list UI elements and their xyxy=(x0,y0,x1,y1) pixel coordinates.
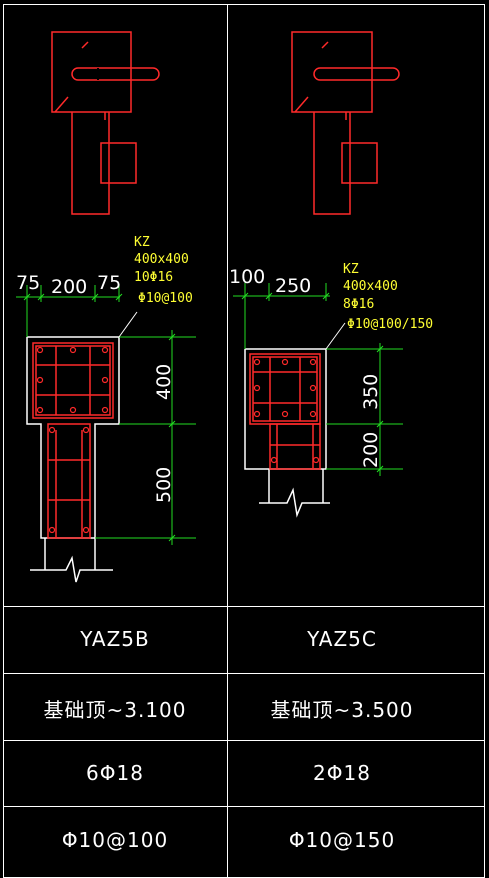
annotation-size: 400x400 xyxy=(343,279,398,294)
column-id-left: YAZ5B xyxy=(80,627,150,651)
elevation-right: 基础顶~3.500 xyxy=(270,698,414,722)
section-right: 100 250 350 200 KZ 400x400 8Φ16 Φ10@100/… xyxy=(229,262,433,518)
dim-top-2: 200 xyxy=(51,276,87,298)
dim-top-2: 250 xyxy=(275,275,311,297)
annotation-main-bars: 10Φ16 xyxy=(134,270,173,285)
stirrup-right: Φ10@150 xyxy=(288,828,396,852)
annotation-type: KZ xyxy=(134,235,150,250)
table-grid xyxy=(3,4,485,878)
dim-top-1: 100 xyxy=(229,266,265,288)
key-plan-right xyxy=(291,31,400,215)
key-plan-left xyxy=(51,31,160,215)
dim-top-3: 75 xyxy=(97,272,121,294)
dim-top-1: 75 xyxy=(16,272,40,294)
stirrup-left: Φ10@100 xyxy=(61,828,169,852)
annotation-type: KZ xyxy=(343,262,359,277)
annotation-size: 400x400 xyxy=(134,252,189,267)
annotation-stirrups: Φ10@100/150 xyxy=(347,317,433,332)
main-rebar-right: 2Φ18 xyxy=(313,761,371,785)
elevation-left: 基础顶~3.100 xyxy=(43,698,187,722)
section-left: 75 200 75 400 500 KZ 400x400 10Φ16 Φ10@1… xyxy=(16,235,196,583)
dim-side-2: 200 xyxy=(360,432,382,468)
dim-side-1: 400 xyxy=(153,364,175,400)
column-id-right: YAZ5C xyxy=(307,627,377,651)
dim-side-2: 500 xyxy=(153,467,175,503)
dim-side-1: 350 xyxy=(360,374,382,410)
annotation-stirrups: Φ10@100 xyxy=(138,291,193,306)
main-rebar-left: 6Φ18 xyxy=(86,761,144,785)
annotation-main-bars: 8Φ16 xyxy=(343,297,374,312)
